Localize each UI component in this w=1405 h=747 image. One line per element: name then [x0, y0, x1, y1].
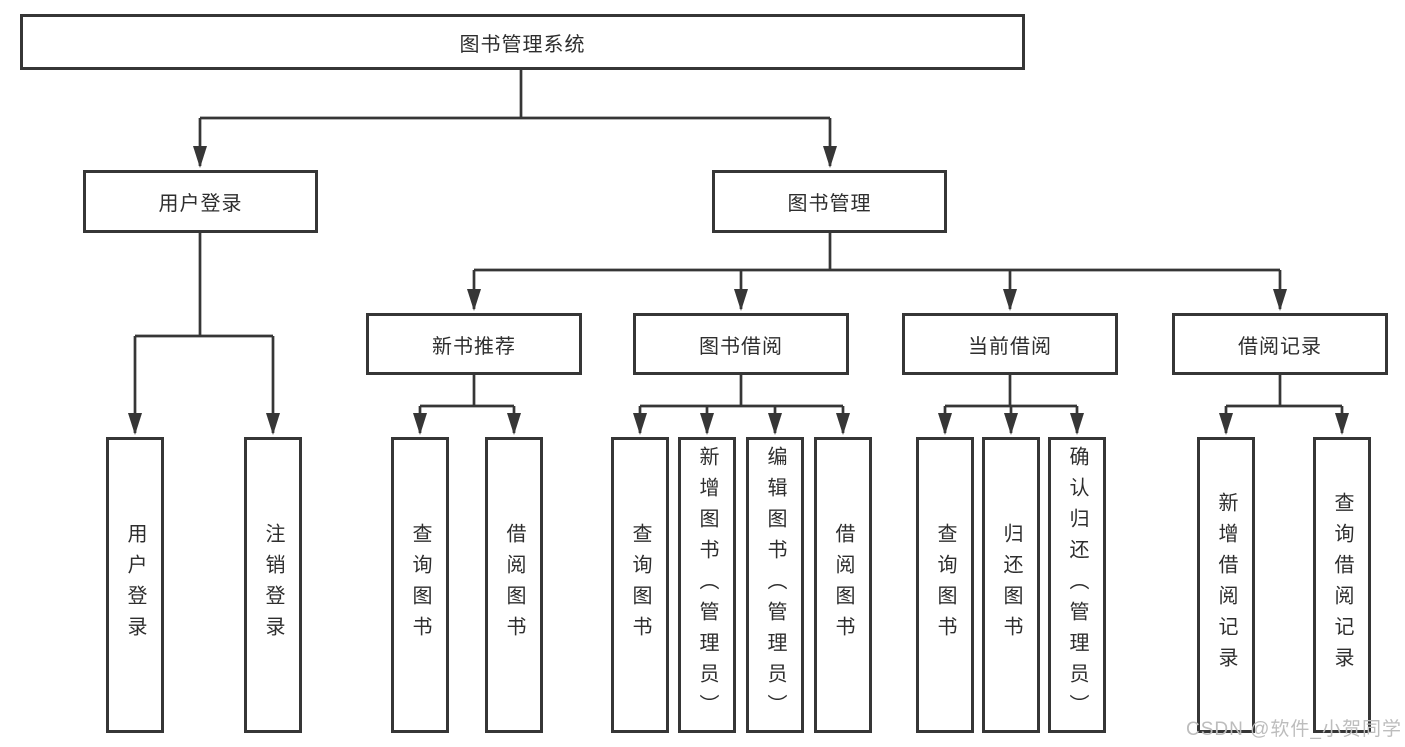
leaf-query-book-recommend: 查询图书	[391, 437, 449, 733]
leaf-add-borrow-record: 新增借阅记录	[1197, 437, 1255, 733]
leaf-query-borrow-record-label: 查询借阅记录	[1331, 492, 1353, 678]
csdn-watermark: CSDN @软件_小贺同学	[1186, 719, 1402, 740]
connector-book-borrow-children	[633, 375, 850, 435]
node-root-label: 图书管理系统	[459, 33, 586, 56]
node-user-login: 用户登录	[83, 170, 318, 233]
leaf-query-book-current-label: 查询图书	[934, 523, 956, 647]
node-user-login-label: 用户登录	[158, 193, 243, 215]
node-book-borrow: 图书借阅	[633, 313, 849, 375]
leaf-confirm-return-admin: 确认归还（管理员）	[1048, 437, 1106, 733]
leaf-borrow-book: 借阅图书	[814, 437, 872, 733]
connector-borrow-record-children	[1219, 375, 1349, 435]
leaf-query-borrow-record: 查询借阅记录	[1313, 437, 1371, 733]
connector-user-login-children	[128, 233, 280, 435]
leaf-return-book: 归还图书	[982, 437, 1040, 733]
leaf-return-book-label: 归还图书	[1000, 523, 1022, 647]
node-new-book-recommend-label: 新书推荐	[432, 335, 516, 358]
connector-book-management-children	[467, 233, 1287, 311]
leaf-borrow-book-recommend: 借阅图书	[485, 437, 543, 733]
leaf-edit-book-admin-label: 编辑图书（管理员）	[764, 445, 786, 725]
node-new-book-recommend: 新书推荐	[366, 313, 582, 375]
leaf-query-book-borrow: 查询图书	[611, 437, 669, 733]
connector-current-borrow-children	[938, 375, 1084, 435]
node-book-borrow-label: 图书借阅	[699, 335, 783, 358]
leaf-user-login: 用户登录	[106, 437, 164, 733]
node-book-management: 图书管理	[712, 170, 947, 233]
leaf-edit-book-admin: 编辑图书（管理员）	[746, 437, 804, 733]
node-current-borrow: 当前借阅	[902, 313, 1118, 375]
node-borrow-records-label: 借阅记录	[1238, 335, 1322, 358]
leaf-add-borrow-record-label: 新增借阅记录	[1215, 492, 1237, 678]
connector-root-to-level2	[193, 70, 837, 168]
node-borrow-records: 借阅记录	[1172, 313, 1388, 375]
leaf-add-book-admin-label: 新增图书（管理员）	[696, 445, 718, 725]
leaf-add-book-admin: 新增图书（管理员）	[678, 437, 736, 733]
node-current-borrow-label: 当前借阅	[968, 335, 1052, 358]
leaf-logout-label: 注销登录	[262, 523, 284, 647]
node-root-library-system: 图书管理系统	[20, 14, 1025, 70]
leaf-query-book-current: 查询图书	[916, 437, 974, 733]
connector-new-book-children	[413, 375, 521, 435]
leaf-user-login-label: 用户登录	[124, 523, 146, 647]
leaf-logout: 注销登录	[244, 437, 302, 733]
leaf-query-book-recommend-label: 查询图书	[409, 523, 431, 647]
leaf-borrow-book-recommend-label: 借阅图书	[503, 523, 525, 647]
leaf-query-book-borrow-label: 查询图书	[629, 523, 651, 647]
leaf-borrow-book-label: 借阅图书	[832, 523, 854, 647]
leaf-confirm-return-admin-label: 确认归还（管理员）	[1066, 445, 1088, 725]
node-book-management-label: 图书管理	[787, 193, 872, 215]
